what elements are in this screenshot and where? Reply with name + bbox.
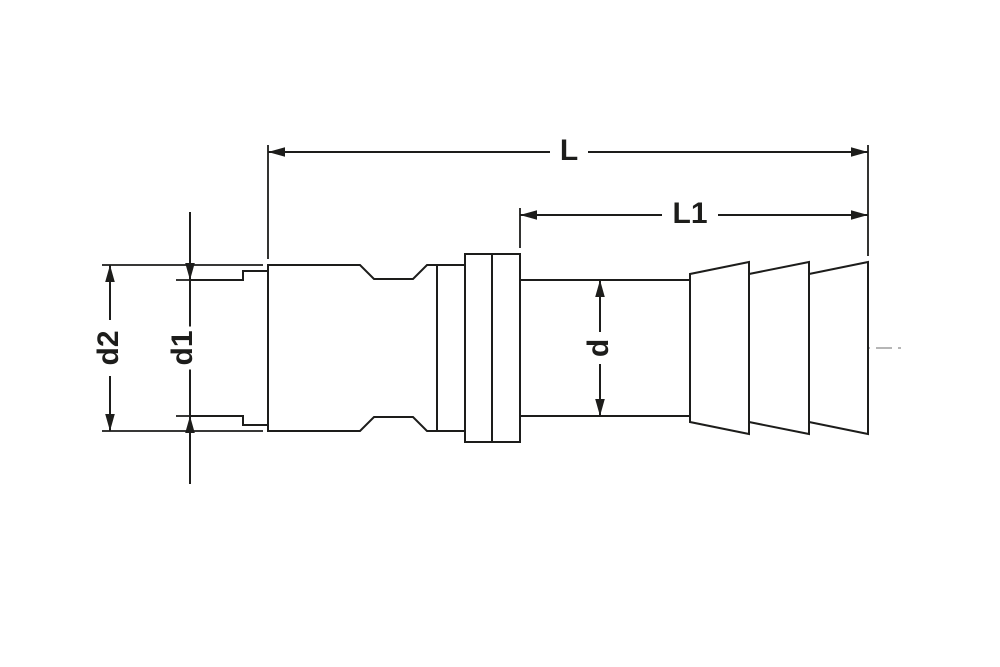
dimension-label-L: L <box>555 136 583 166</box>
fitting-outline <box>189 253 869 443</box>
fitting-internal-edges <box>267 254 810 442</box>
dimension-label-d1: d1 <box>166 326 199 370</box>
dimension-label-L1: L1 <box>668 199 712 229</box>
arrowhead-d1-top <box>185 263 195 280</box>
arrowhead-d1-bottom <box>185 416 195 433</box>
dimension-L <box>267 145 869 259</box>
dimension-label-d: d <box>582 334 615 362</box>
dimension-d1 <box>176 212 195 484</box>
arrowhead-L1-left <box>520 210 537 220</box>
arrowhead-L-right <box>851 147 868 157</box>
dimension-label-d2: d2 <box>92 326 125 370</box>
dimension-d2-extension-lines <box>102 264 263 432</box>
arrowhead-d2-top <box>105 265 115 282</box>
arrowhead-L-left <box>268 147 285 157</box>
arrowhead-L1-right <box>851 210 868 220</box>
arrowhead-d-bottom <box>595 399 605 416</box>
dimension-L1 <box>519 208 868 248</box>
dimension-L-extension-lines <box>267 145 869 259</box>
arrowhead-d-top <box>595 280 605 297</box>
dimension-d <box>595 280 605 416</box>
dimension-d2 <box>102 264 263 432</box>
arrowhead-d2-bottom <box>105 414 115 431</box>
